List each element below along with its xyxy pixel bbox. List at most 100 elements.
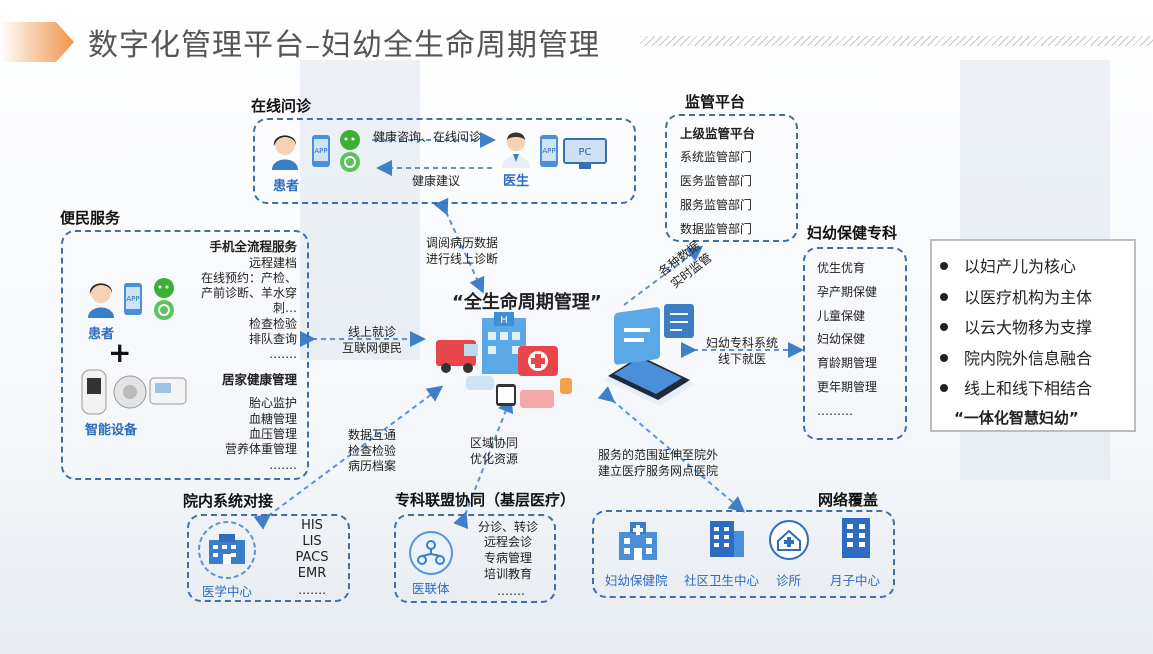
mobile-service-item: ……. <box>269 347 297 361</box>
bullet-dot-icon <box>940 292 948 301</box>
alliance-item: 培训教育 <box>484 567 533 581</box>
maternal-specialty-title: 妇幼保健专科 <box>807 224 898 242</box>
convenience-wechat-icon <box>154 278 174 320</box>
svg-text:H: H <box>500 315 508 326</box>
online-patient-label: 患者 <box>273 179 300 194</box>
link-label-bottom-right: 服务的范围延伸至院外 <box>598 448 719 462</box>
maternal-hospital-icon <box>619 522 657 560</box>
smart-devices-icon <box>81 369 187 415</box>
principle-item: 以医疗机构为主体 <box>940 284 1092 308</box>
convenience-title: 便民服务 <box>60 209 121 227</box>
link-label-bottom-left: 数据互通 <box>348 428 397 442</box>
supervision-title: 监管平台 <box>685 93 746 111</box>
mobile-service-item: 产前诊断、羊水穿 <box>200 286 297 300</box>
link-label-bottom-left: 检查检验 <box>348 444 397 458</box>
principle-item: 院内院外信息融合 <box>940 345 1092 369</box>
bullet-dot-icon <box>940 322 948 331</box>
bullet-dot-icon <box>940 383 948 392</box>
bullet-dot-icon <box>940 261 948 270</box>
convenience-app-phone-icon: APP <box>124 283 142 315</box>
principle-item: 以妇产儿为核心 <box>940 253 1076 277</box>
alliance-icon-label: 医联体 <box>412 581 450 596</box>
title-chevron-icon <box>0 22 74 62</box>
supervision-item: 数据监管部门 <box>680 222 753 236</box>
principle-text: 以云大物移为支撑 <box>964 318 1093 337</box>
maternal-item: 儿童保健 <box>817 309 866 323</box>
mobile-service-item: 远程建档 <box>248 256 297 270</box>
home-health-item: 营养体重管理 <box>224 442 297 456</box>
medical-center-label: 医学中心 <box>202 584 253 599</box>
supervision-item: 系统监管部门 <box>680 150 753 164</box>
home-health-item: 血压管理 <box>248 427 297 441</box>
network-item-label: 月子中心 <box>830 573 881 588</box>
link-label-bottom-right: 建立医疗服务网点医院 <box>598 464 719 478</box>
svg-text:APP: APP <box>314 147 327 155</box>
hospital-ambulance-illustration: H <box>436 312 572 408</box>
bullet-dot-icon <box>940 353 948 362</box>
network-panel <box>592 510 895 598</box>
online-consult-panel <box>253 118 636 204</box>
svg-text:APP: APP <box>542 147 555 155</box>
center-title: “全生命周期管理” <box>452 292 602 313</box>
maternal-item: 育龄期管理 <box>817 356 878 370</box>
principles-footer: “一体化智慧妇幼” <box>954 409 1079 427</box>
online-consult-title: 在线问诊 <box>251 97 312 115</box>
hospital-system-item: LIS <box>302 534 322 549</box>
svg-text:APP: APP <box>126 295 139 303</box>
title-hatch-decoration <box>640 36 1153 46</box>
link-label-left: 线上就诊 <box>348 325 397 339</box>
supervision-item: 服务监管部门 <box>680 198 753 212</box>
principle-text: 线上和线下相结合 <box>964 379 1093 398</box>
home-health-head: 居家健康管理 <box>221 372 297 387</box>
alliance-item: ……. <box>497 584 525 598</box>
mobile-service-item: 检查检验 <box>248 317 297 331</box>
mobile-service-item: 在线预约：产检、 <box>200 271 297 285</box>
postpartum-center-icon <box>842 518 870 558</box>
mobile-data-dashboard-illustration <box>604 304 694 406</box>
maternal-item: 优生优育 <box>817 261 866 275</box>
hospital-system-title: 院内系统对接 <box>183 492 274 510</box>
doctor-avatar-icon <box>502 132 530 168</box>
link-label-bottom-mid: 优化资源 <box>470 452 519 466</box>
mobile-service-item: 排队查询 <box>248 332 297 346</box>
convenience-panel <box>61 230 309 480</box>
maternal-item: 孕产期保健 <box>817 285 878 299</box>
alliance-item: 分诊、转诊 <box>478 520 539 534</box>
convenience-patient-label: 患者 <box>88 327 115 342</box>
link-label-right: 妇幼专科系统 <box>706 336 779 350</box>
background-building <box>300 60 420 360</box>
supervision-item-head: 上级监管平台 <box>680 126 756 141</box>
online-arrow-right-label: 健康咨询、在线问诊 <box>373 130 482 144</box>
community-health-center-icon <box>710 521 744 557</box>
patient-avatar-icon <box>272 135 298 170</box>
alliance-item: 远程会诊 <box>484 535 533 549</box>
doctor-app-phone-icon: APP <box>540 135 558 167</box>
link-label-right: 线下就医 <box>718 352 767 366</box>
app-phone-icon: APP <box>312 135 330 167</box>
pc-monitor-icon: PC <box>563 138 607 169</box>
page-title: 数字化管理平台–妇幼全生命周期管理 <box>88 28 600 63</box>
link-label-left: 互联网便民 <box>342 341 403 355</box>
alliance-title: 专科联盟协同（基层医疗） <box>395 491 576 509</box>
alliance-item: 专病管理 <box>484 551 533 565</box>
principles-legend: 以妇产儿为核心 以医疗机构为主体 以云大物移为支撑 院内院外信息融合 线上和线下… <box>930 239 1136 432</box>
home-health-item: 血糖管理 <box>248 412 297 426</box>
medical-alliance-icon <box>409 531 453 575</box>
link-label-top: 调阅病历数据 <box>426 236 499 250</box>
plus-sign: + <box>108 336 132 369</box>
svg-text:PC: PC <box>578 147 591 158</box>
network-item-label: 诊所 <box>776 573 802 588</box>
link-label-bottom-left: 病历档案 <box>348 459 397 473</box>
alliance-panel <box>394 514 556 603</box>
maternal-specialty-panel <box>803 247 907 440</box>
mobile-service-item: 刺… <box>272 301 297 315</box>
principle-text: 以医疗机构为主体 <box>964 288 1093 307</box>
background-band <box>0 470 1153 654</box>
network-item-label: 社区卫生中心 <box>684 573 760 588</box>
principle-item: 以云大物移为支撑 <box>940 314 1092 338</box>
supervision-panel <box>665 114 798 242</box>
principle-text: 院内院外信息融合 <box>964 349 1093 368</box>
link-label-bottom-mid: 区域协同 <box>470 436 519 450</box>
network-item-label: 妇幼保健院 <box>605 573 668 588</box>
